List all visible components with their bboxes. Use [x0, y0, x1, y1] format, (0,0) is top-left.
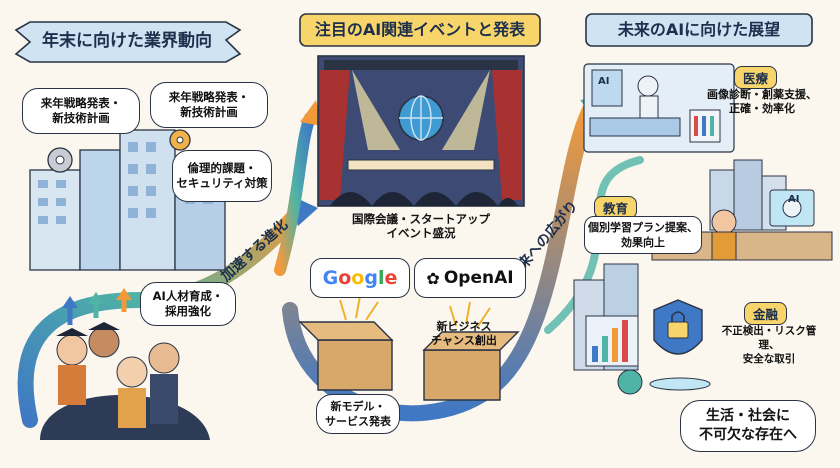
bubble-ethics-security: 倫理的課題・ セキュリティ対策: [172, 150, 272, 202]
box-new-business: [422, 301, 520, 401]
medical-text: 画像診断・創薬支援、 正確・効率化: [707, 88, 817, 115]
arrow-to-center: [274, 100, 322, 276]
growth-arrows: [62, 288, 132, 325]
people-group: [40, 322, 210, 440]
right-banner: [585, 13, 813, 47]
left-banner: [14, 21, 242, 63]
box-new-models: [298, 295, 394, 391]
openai-logo: ✿OpenAI: [414, 258, 526, 298]
event-caption: 国際会議・スタートアップ イベント盛況: [352, 212, 490, 240]
left-section-title: 年末に向けた業界動向: [42, 31, 212, 51]
screen-ai-label-2: AI: [788, 194, 800, 205]
bubble-strategy-2: 来年戦略発表・ 新技術計画: [150, 82, 268, 128]
openai-knot-icon: ✿: [426, 268, 440, 288]
conference-stage: [317, 55, 525, 207]
box-label-new-models: 新モデル・ サービス発表: [316, 394, 400, 434]
box-label-new-business: 新ビジネス チャンス創出: [431, 320, 497, 347]
closing-message: 生活・社会に 不可欠な存在へ: [680, 400, 816, 452]
tag-medical: 医療: [734, 66, 778, 89]
right-section-title: 未来のAIに向けた展望: [617, 20, 781, 39]
medical-scene: [583, 63, 735, 153]
center-banner: [299, 13, 541, 47]
finance-scene: [573, 263, 711, 395]
finance-text: 不正検出・リスク管理、 安全な取引: [721, 325, 817, 365]
education-text: 個別学習プラン提案、 効果向上: [584, 216, 702, 254]
center-section-title: 注目のAI関連イベントと発表: [314, 20, 526, 39]
screen-ai-label-1: AI: [598, 76, 610, 87]
tag-finance: 金融: [744, 302, 788, 325]
bubble-ai-talent: AI人材育成・ 採用強化: [140, 282, 236, 326]
bubble-strategy-1: 来年戦略発表・ 新技術計画: [22, 88, 140, 134]
tag-education: 教育: [594, 196, 638, 219]
